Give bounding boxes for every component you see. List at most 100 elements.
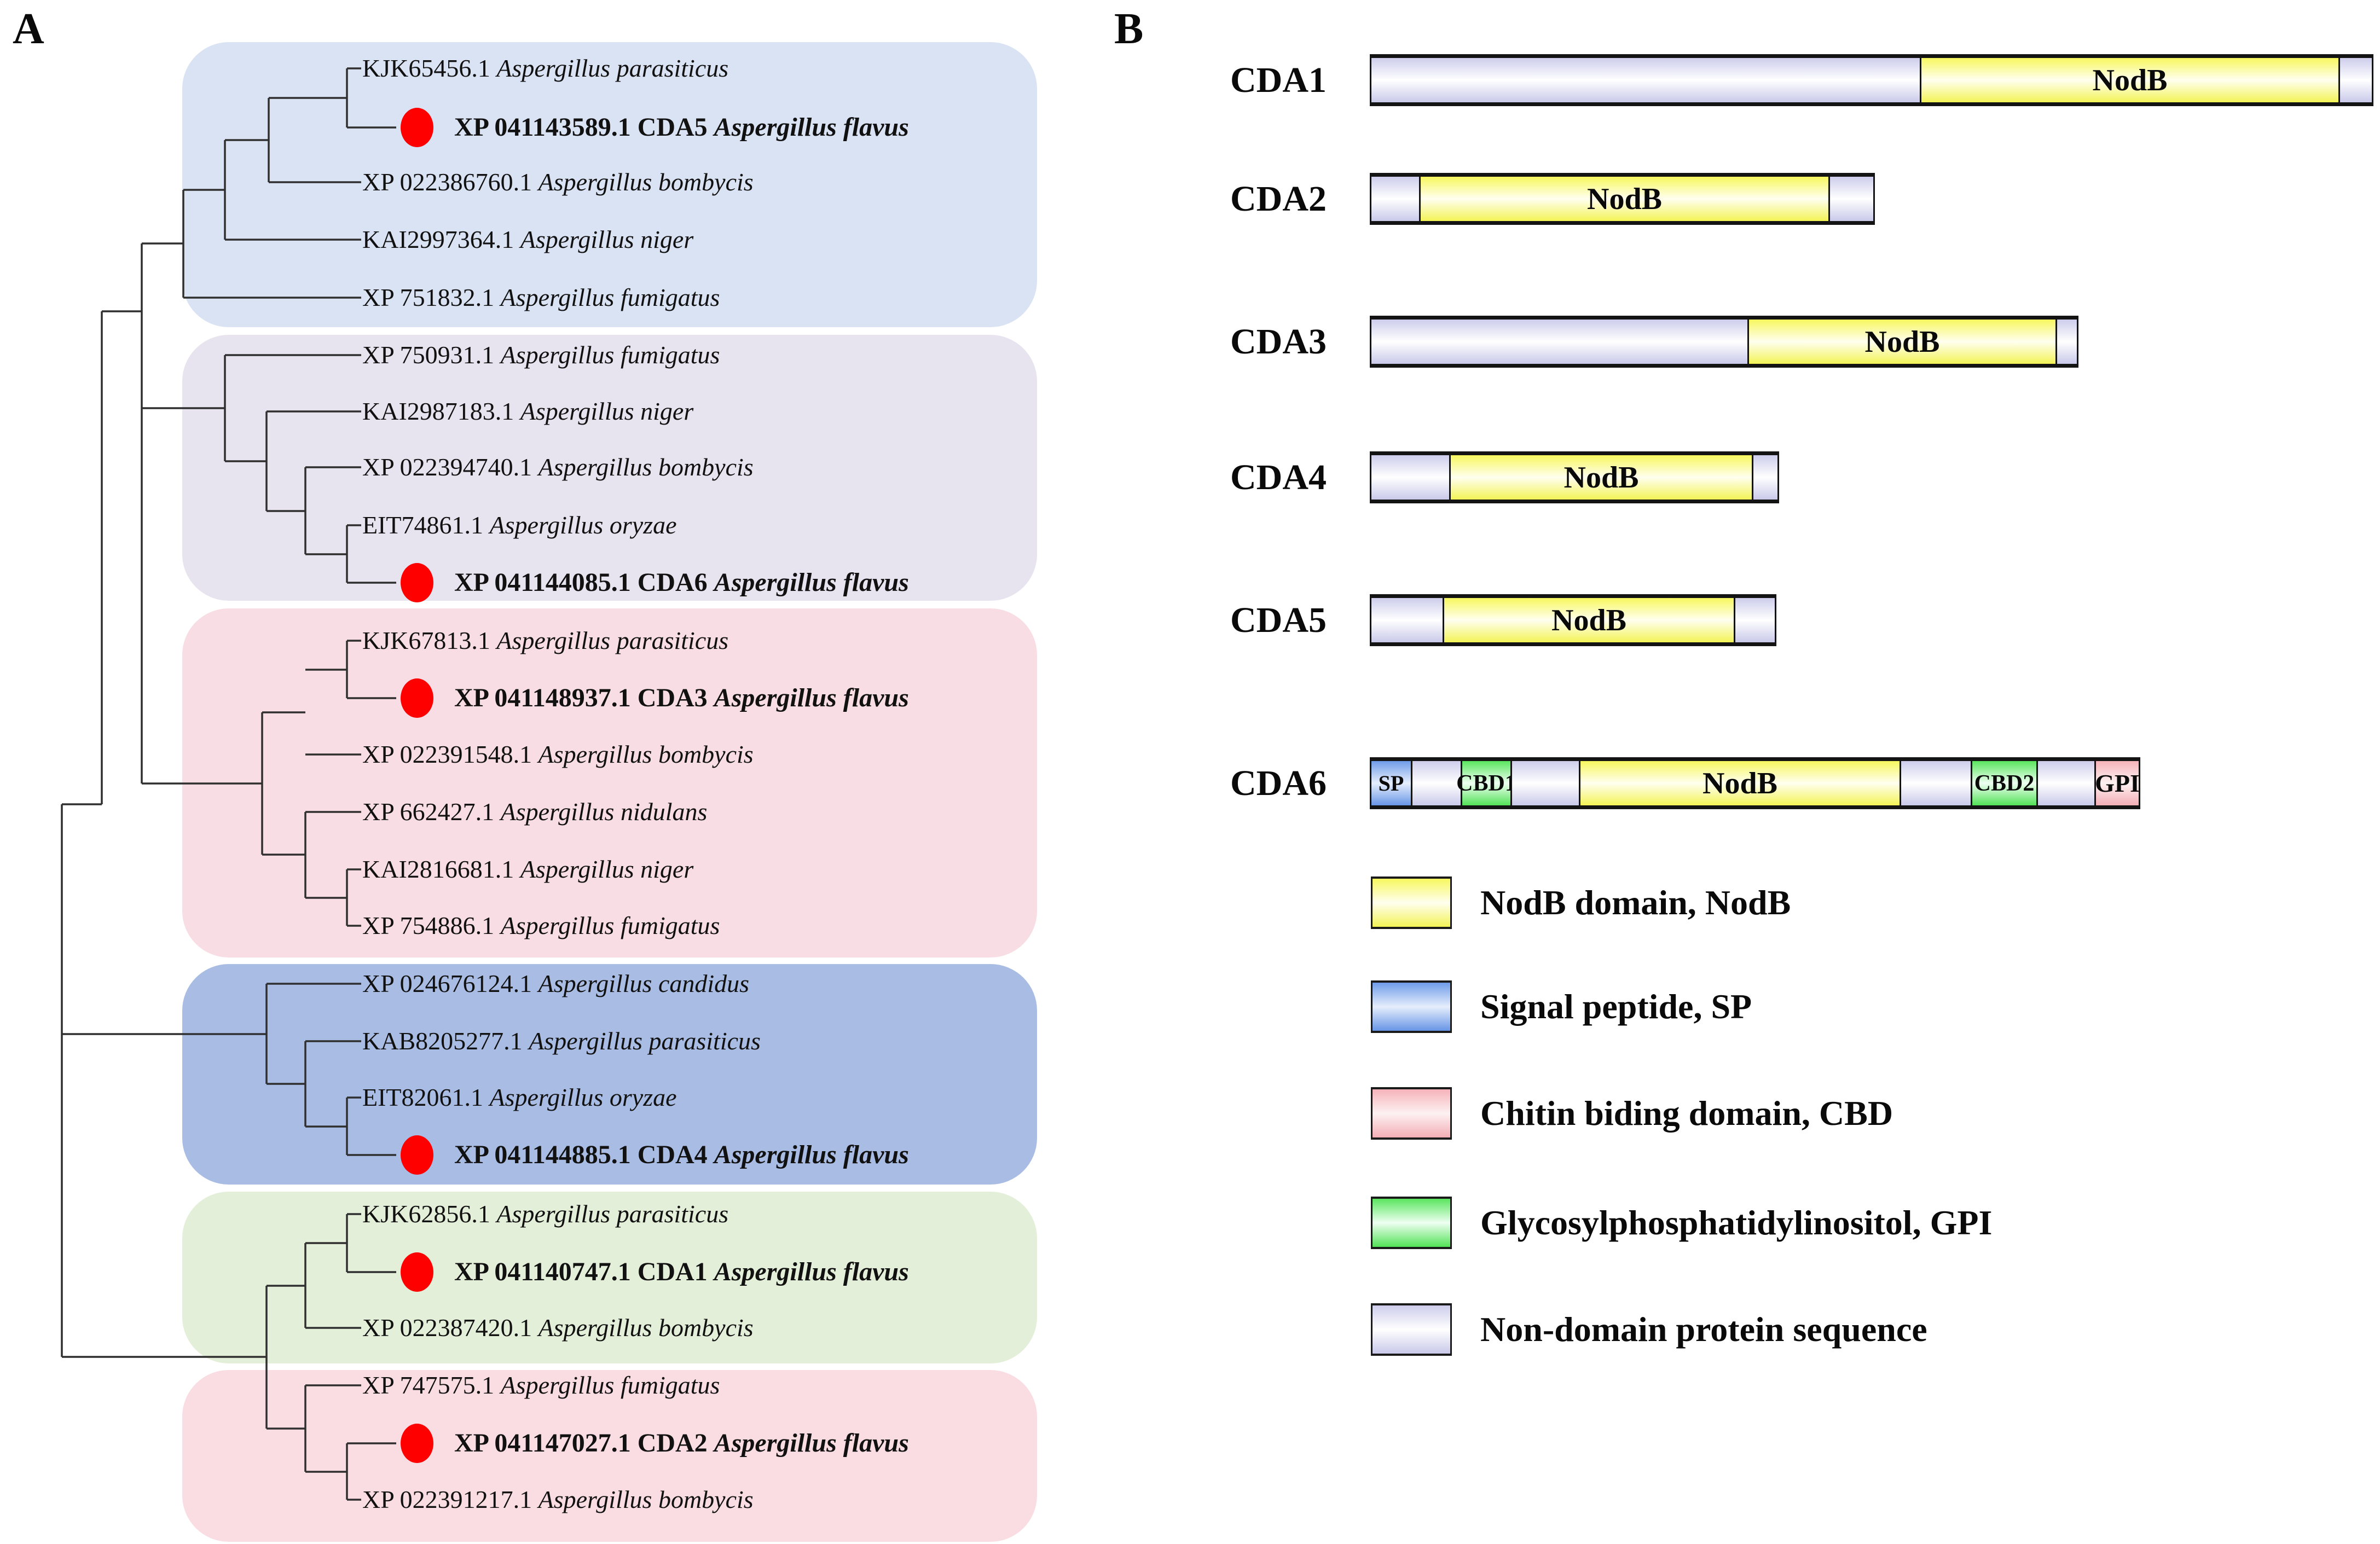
leaf-accession: EIT74861.1 [362,511,490,539]
leaf-species: Aspergillus fumigatus [500,1371,720,1399]
domain-segment-NodB: NodB [1579,761,1900,805]
leaf-species: Aspergillus fumigatus [500,283,720,311]
legend-swatch-cbd [1371,1087,1452,1140]
legend-label-cbd: Chitin biding domain, CBD [1480,1094,1893,1133]
domain-segment-non-domain [1734,598,1775,642]
leaf-species: Aspergillus bombycis [538,1314,754,1342]
leaf-species: Aspergillus niger [520,225,694,253]
phylogenetic-tree-svg [61,67,433,1501]
leaf-accession: XP 754886.1 [362,912,501,939]
domain-label: CBD2 [1974,770,2035,796]
leaf-species: Aspergillus candidus [538,970,750,997]
protein-bar-CDA1: NodB [1370,54,2373,106]
tree-leaf: KAB8205277.1 Aspergillus parasiticus [362,1024,761,1059]
protein-name-CDA6: CDA6 [1230,763,1327,803]
clade-box-clade-5 [182,1192,1037,1363]
clade-box-clade-1 [182,42,1037,327]
leaf-accession: XP 022387420.1 [362,1314,538,1342]
legend-label-nondom: Non-domain protein sequence [1480,1310,1927,1349]
protein-bar-CDA4: NodB [1370,451,1779,503]
tree-leaf: XP 662427.1 Aspergillus nidulans [362,794,707,829]
leaf-species: Aspergillus flavus [714,683,909,712]
leaf-species: Aspergillus flavus [714,1140,909,1169]
panel-a-label: A [13,5,44,53]
leaf-species: Aspergillus bombycis [538,740,754,768]
leaf-species: Aspergillus bombycis [538,168,754,196]
tree-leaf: KAI2816681.1 Aspergillus niger [362,852,693,887]
domain-segment-NodB: NodB [1419,177,1828,221]
protein-name-CDA2: CDA2 [1230,179,1327,219]
tree-leaf: XP 022391217.1 Aspergillus bombycis [362,1482,754,1517]
legend-label-nodb: NodB domain, NodB [1480,883,1791,922]
tree-leaf: XP 041140747.1 CDA1 Aspergillus flavus [454,1255,909,1290]
leaf-accession: KAI2997364.1 [362,225,520,253]
leaf-accession: XP 041144085.1 CDA6 [454,568,714,597]
leaf-accession: KAI2816681.1 [362,855,520,883]
panel-b-label: B [1114,5,1144,53]
domain-segment-NodB: NodB [1449,455,1752,500]
leaf-accession: KJK65456.1 [362,54,497,82]
clade-box-clade-6 [182,1370,1037,1542]
domain-segment-non-domain [1371,58,1920,102]
highlight-dot [401,678,433,718]
highlight-dot [401,1135,433,1175]
domain-segment-NodB: NodB [1920,58,2338,102]
leaf-species: Aspergillus parasiticus [496,1200,729,1228]
leaf-accession: XP 747575.1 [362,1371,501,1399]
leaf-accession: XP 022391217.1 [362,1485,538,1513]
tree-leaf: XP 022394740.1 Aspergillus bombycis [362,450,754,485]
domain-segment-non-domain [1411,761,1461,805]
highlight-dot [401,1252,433,1292]
tree-leaf: XP 041147027.1 CDA2 Aspergillus flavus [454,1426,909,1461]
leaf-accession: XP 022394740.1 [362,453,538,481]
domain-segment-non-domain [1828,177,1873,221]
leaf-species: Aspergillus niger [520,855,694,883]
leaf-species: Aspergillus niger [520,397,694,425]
protein-name-CDA4: CDA4 [1230,457,1327,497]
leaf-species: Aspergillus parasiticus [496,54,729,82]
domain-segment-non-domain [1900,761,1971,805]
leaf-species: Aspergillus oryzae [489,511,677,539]
protein-name-CDA1: CDA1 [1230,60,1327,100]
tree-leaf: XP 022391548.1 Aspergillus bombycis [362,737,754,772]
domain-label: NodB [1551,603,1626,637]
domain-segment-non-domain [1371,177,1419,221]
tree-leaf: KJK65456.1 Aspergillus parasiticus [362,51,728,86]
leaf-accession: XP 041140747.1 CDA1 [454,1257,714,1286]
tree-leaf: XP 041148937.1 CDA3 Aspergillus flavus [454,681,909,716]
highlight-dot [401,563,433,602]
domain-segment-non-domain [1752,455,1777,500]
domain-label: NodB [1563,460,1639,495]
protein-name-CDA3: CDA3 [1230,322,1327,362]
tree-leaf: XP 041143589.1 CDA5 Aspergillus flavus [454,110,909,145]
domain-label: SP [1378,771,1404,796]
leaf-accession: XP 022386760.1 [362,168,538,196]
tree-leaf: KJK67813.1 Aspergillus parasiticus [362,623,728,658]
domain-label: NodB [1864,324,1940,359]
leaf-species: Aspergillus flavus [714,1257,909,1286]
domain-segment-non-domain [2055,320,2077,364]
domain-segment-non-domain [2036,761,2094,805]
domain-segment-non-domain [1371,320,1747,364]
leaf-species: Aspergillus oryzae [489,1083,677,1111]
leaf-species: Aspergillus fumigatus [500,341,720,369]
tree-leaf: KAI2987183.1 Aspergillus niger [362,394,693,429]
domain-label: CBD1 [1456,770,1516,796]
domain-segment-CBD2: CBD2 [1971,761,2036,805]
leaf-accession: XP 024676124.1 [362,970,538,997]
leaf-accession: XP 041148937.1 CDA3 [454,683,714,712]
leaf-accession: KAI2987183.1 [362,397,520,425]
leaf-species: Aspergillus bombycis [538,453,754,481]
domain-segment-non-domain [2338,58,2372,102]
legend-swatch-gpi [1371,1197,1452,1249]
protein-bar-CDA2: NodB [1370,173,1875,225]
tree-leaf: XP 041144885.1 CDA4 Aspergillus flavus [454,1137,909,1172]
tree-leaf: XP 750931.1 Aspergillus fumigatus [362,338,720,373]
protein-bar-CDA3: NodB [1370,316,2078,368]
leaf-accession: XP 041143589.1 CDA5 [454,113,714,142]
domain-segment-SP: SP [1371,761,1411,805]
protein-bar-CDA5: NodB [1370,594,1776,646]
domain-label: NodB [1587,182,1662,216]
